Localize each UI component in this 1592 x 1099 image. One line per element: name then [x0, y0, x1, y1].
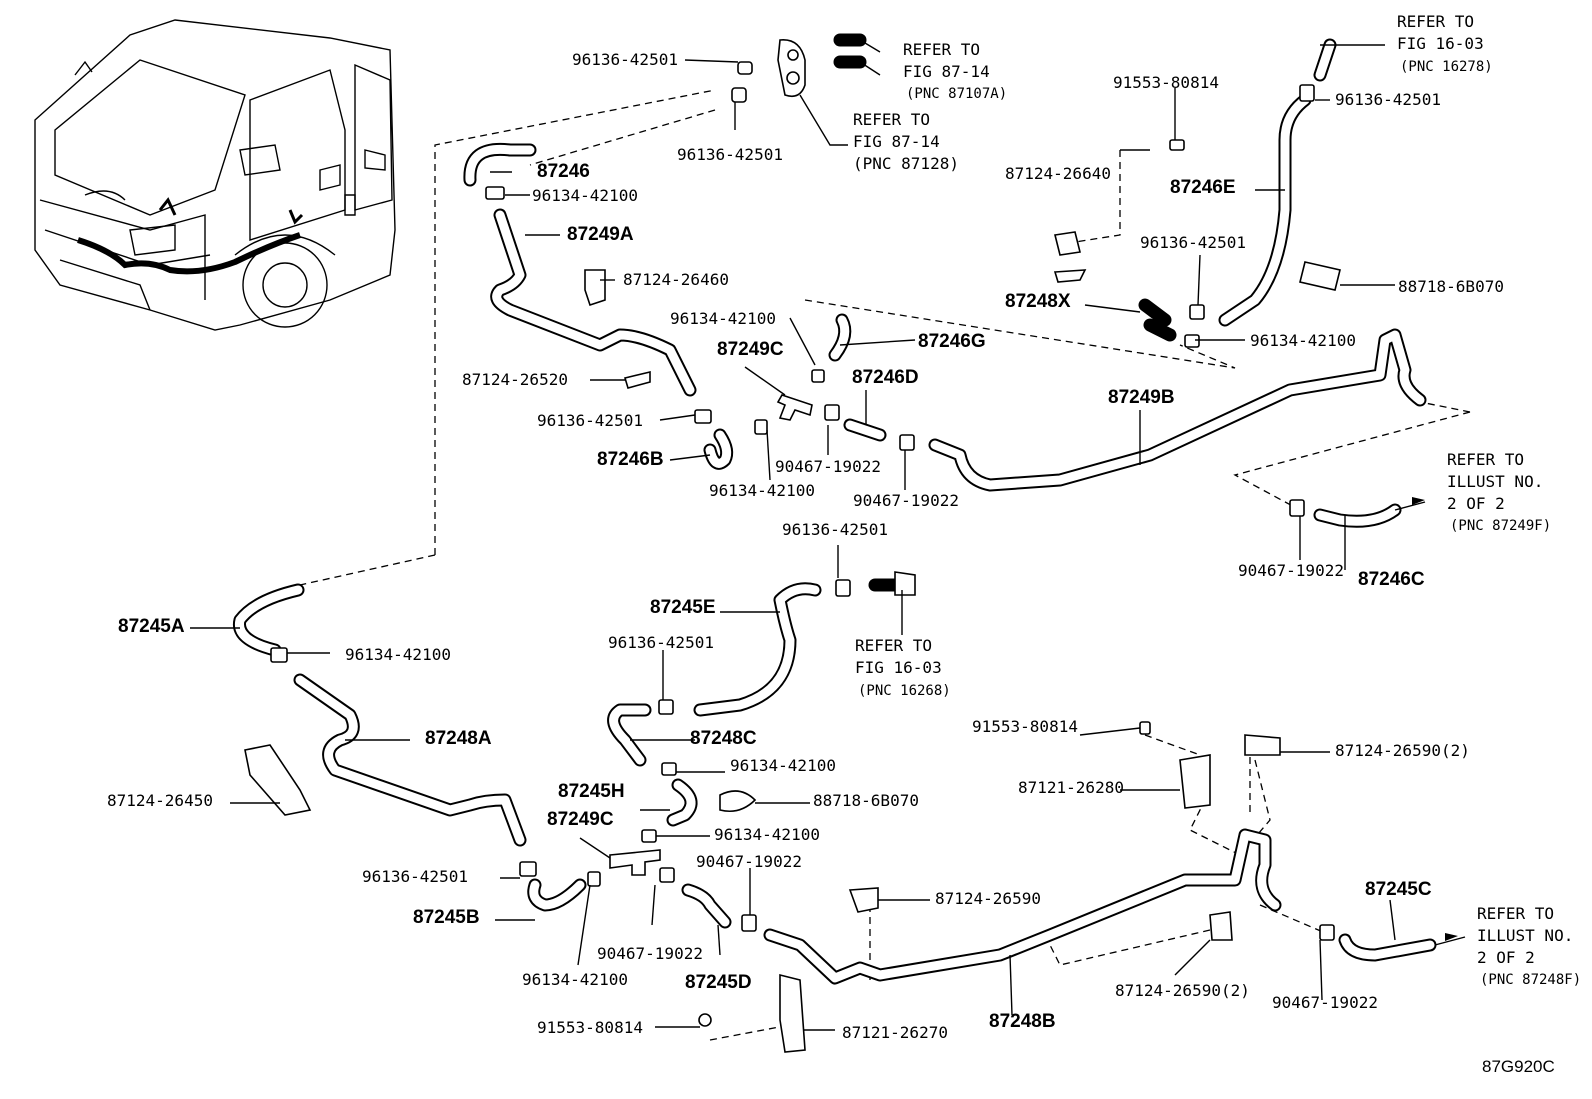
label-fig-16-03-a: FIG 16-03	[1397, 34, 1484, 53]
label-87124-26450: 87124-26450	[107, 791, 213, 810]
label-87124-26590-a: 87124-26590	[935, 889, 1041, 908]
label-96136-42501-a: 96136-42501	[572, 50, 678, 69]
label-illust-no-a: ILLUST NO.	[1447, 472, 1544, 491]
van-illustration	[34, 19, 396, 331]
label-87246c: 87246C	[1358, 569, 1425, 590]
label-87248a: 87248A	[425, 728, 492, 749]
label-91553-80814-c: 91553-80814	[537, 1018, 643, 1037]
label-87248b: 87248B	[989, 1011, 1056, 1032]
label-87245d: 87245D	[685, 972, 752, 993]
label-refer-to-d: REFER TO	[1447, 450, 1525, 469]
label-87249b: 87249B	[1108, 387, 1175, 408]
label-87245e: 87245E	[650, 597, 716, 618]
label-87124-26590-2-b: 87124-26590(2)	[1115, 981, 1250, 1000]
label-87246e: 87246E	[1170, 177, 1236, 198]
label-pnc-16268: (PNC 16268)	[858, 683, 951, 699]
label-96134-42100-b: 96134-42100	[1250, 331, 1356, 350]
label-87249c-a: 87249C	[717, 339, 784, 360]
label-96136-42501-e: 96136-42501	[537, 411, 643, 430]
label-91553-80814-a: 91553-80814	[1113, 73, 1219, 92]
label-91553-80814-b: 91553-80814	[972, 717, 1078, 736]
label-90467-19022-c: 90467-19022	[1238, 561, 1344, 580]
label-fig-87-14-b: FIG 87-14	[853, 132, 940, 151]
label-pnc-87128: (PNC 87128)	[853, 154, 959, 173]
label-87124-26520: 87124-26520	[462, 370, 568, 389]
label-96134-42100-d: 96134-42100	[709, 481, 815, 500]
label-87248c: 87248C	[690, 728, 757, 749]
label-96136-42501-c: 96136-42501	[1335, 90, 1441, 109]
label-refer-to-c: REFER TO	[1397, 12, 1475, 31]
label-96136-42501-f: 96136-42501	[782, 520, 888, 539]
label-96136-42501-b: 96136-42501	[677, 145, 783, 164]
label-87248x: 87248X	[1005, 291, 1071, 312]
label-2-of-2-b: 2 OF 2	[1477, 948, 1535, 967]
label-88718-6b070-a: 88718-6B070	[1398, 277, 1504, 296]
label-96136-42501-g: 96136-42501	[608, 633, 714, 652]
label-87246d: 87246D	[852, 367, 919, 388]
label-87249a: 87249A	[567, 224, 634, 245]
label-87121-26280: 87121-26280	[1018, 778, 1124, 797]
label-96134-42100-f: 96134-42100	[730, 756, 836, 775]
label-90467-19022-e: 90467-19022	[597, 944, 703, 963]
label-90467-19022-a: 90467-19022	[775, 457, 881, 476]
label-88718-6b070-b: 88718-6B070	[813, 791, 919, 810]
label-refer-to-e: REFER TO	[855, 636, 933, 655]
label-96134-42100-h: 96134-42100	[522, 970, 628, 989]
label-96136-42501-h: 96136-42501	[362, 867, 468, 886]
label-refer-to-f: REFER TO	[1477, 904, 1555, 923]
label-87124-26590-2-a: 87124-26590(2)	[1335, 741, 1470, 760]
label-refer-to-b: REFER TO	[853, 110, 931, 129]
label-fig-87-14-a: FIG 87-14	[903, 62, 990, 81]
label-87246b: 87246B	[597, 449, 664, 470]
small-parts	[244, 39, 1341, 1053]
label-96134-42100-c: 96134-42100	[670, 309, 776, 328]
label-96134-42100-g: 96134-42100	[714, 825, 820, 844]
label-96134-42100-e: 96134-42100	[345, 645, 451, 664]
label-87246g: 87246G	[918, 331, 986, 352]
label-2-of-2-a: 2 OF 2	[1447, 494, 1505, 513]
hoses	[232, 33, 1437, 985]
label-87245c: 87245C	[1365, 879, 1432, 900]
label-pnc-87249f: (PNC 87249F)	[1450, 518, 1552, 534]
label-87249c-b: 87249C	[547, 809, 614, 830]
label-90467-19022-d: 90467-19022	[696, 852, 802, 871]
label-87246: 87246	[537, 161, 590, 182]
label-refer-to-a: REFER TO	[903, 40, 981, 59]
leader-lines	[190, 39, 1466, 1031]
label-illust-no-b: ILLUST NO.	[1477, 926, 1574, 945]
label-96136-42501-d: 96136-42501	[1140, 233, 1246, 252]
label-fig-16-03-b: FIG 16-03	[855, 658, 942, 677]
diagram-code: 87G920C	[1482, 1057, 1555, 1076]
label-87245a: 87245A	[118, 616, 185, 637]
label-pnc-87248f: (PNC 87248F)	[1480, 972, 1582, 988]
dashed-guides	[299, 89, 1471, 1041]
label-87124-26640: 87124-26640	[1005, 164, 1111, 183]
label-87245b: 87245B	[413, 907, 480, 928]
label-90467-19022-b: 90467-19022	[853, 491, 959, 510]
label-96134-42100-a: 96134-42100	[532, 186, 638, 205]
label-pnc-16278: (PNC 16278)	[1400, 59, 1493, 75]
label-90467-19022-f: 90467-19022	[1272, 993, 1378, 1012]
label-pnc-87107a: (PNC 87107A)	[906, 86, 1008, 102]
label-87121-26270: 87121-26270	[842, 1023, 948, 1042]
label-87124-26460: 87124-26460	[623, 270, 729, 289]
label-87245h: 87245H	[558, 781, 625, 802]
